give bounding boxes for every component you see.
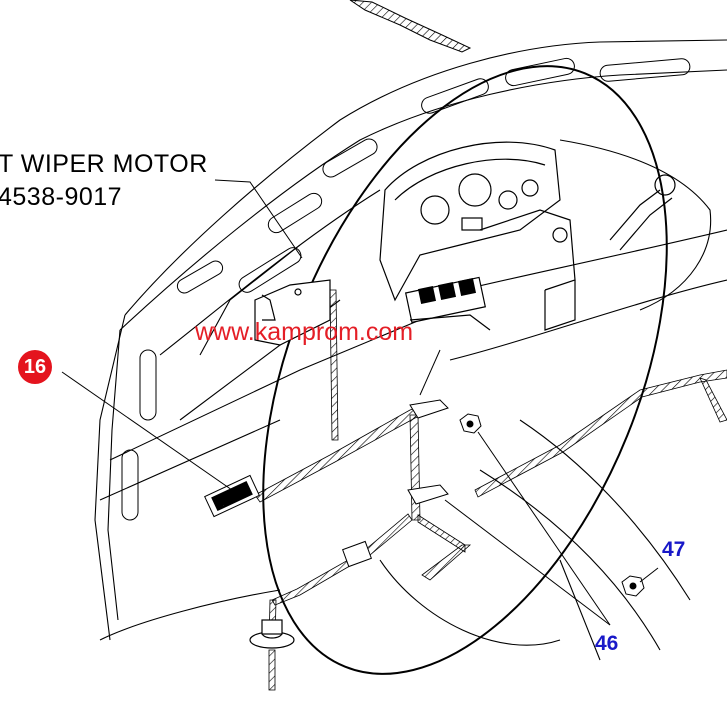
wiper-motor-part-number: 4538-9017 [0,183,123,211]
dashboard-outline [94,39,727,661]
leader-16 [61,371,233,491]
detail-ellipse [262,65,668,675]
leader-47 [639,567,659,583]
watermark: www.kamprom.com [195,318,414,346]
louver-slots [121,57,691,521]
harness-clips [342,399,449,568]
part-number-47[interactable]: 47 [662,538,686,561]
leader-wiper [214,179,303,259]
grommet [249,619,295,649]
leader-lines [61,179,659,626]
top-harness [349,0,472,53]
instrument-cluster [379,141,576,331]
nut-47 [621,575,645,597]
nut-46 [459,413,482,434]
part-number-46[interactable]: 46 [595,632,619,655]
leader-harness [419,349,441,396]
leader-46-lower [444,499,611,626]
steering-stalk [609,174,676,251]
part-badge-16[interactable]: 16 [18,350,52,384]
connector-16: NEBT [204,474,260,518]
leader-46-upper [477,431,611,626]
wiper-motor-bracket [254,279,331,346]
wiper-motor-label: T WIPER MOTOR [0,150,208,178]
